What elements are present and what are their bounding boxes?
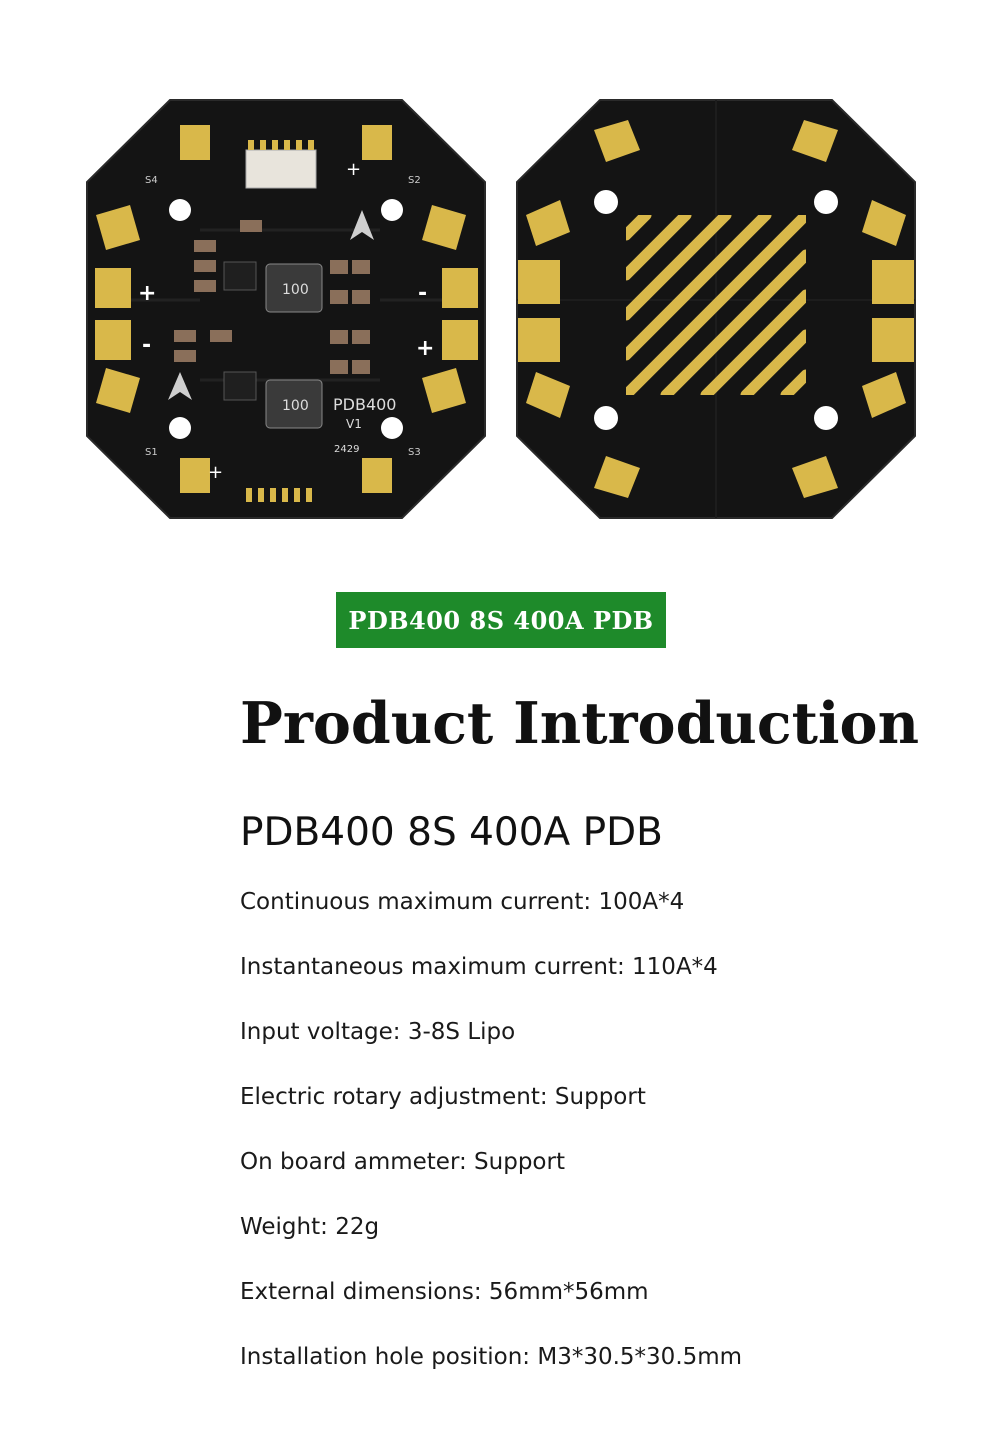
board-illustration: PDB400 V1 2429 100 100 S1 S2 S3 S4 + + +… xyxy=(86,99,916,519)
signal-label-s4: S4 xyxy=(145,175,158,186)
spec-rotary-adjustment: Electric rotary adjustment: Support xyxy=(240,1084,646,1110)
signal-label-s3: S3 xyxy=(408,447,421,458)
minus-sign-left: - xyxy=(142,333,151,358)
bottom-pads xyxy=(518,120,914,498)
signal-label-s2: S2 xyxy=(408,175,421,186)
plus-sign-bottom: + xyxy=(208,462,223,483)
product-name: PDB400 8S 400A PDB xyxy=(240,810,663,855)
minus-sign-right: - xyxy=(418,281,427,306)
plus-sign-top: + xyxy=(346,159,361,180)
board-model-label: PDB400 xyxy=(333,395,396,414)
section-title: Product Introduction xyxy=(240,690,920,757)
spec-dimensions: External dimensions: 56mm*56mm xyxy=(240,1279,649,1305)
mount-holes xyxy=(169,199,403,439)
pdb-bottom-board xyxy=(516,99,916,519)
heat-stripes xyxy=(626,215,806,395)
spec-ammeter: On board ammeter: Support xyxy=(240,1149,565,1175)
bottom-mount-holes xyxy=(594,190,838,430)
plus-sign-left: + xyxy=(138,281,156,306)
signal-label-s1: S1 xyxy=(145,447,158,458)
pdb-top-board: PDB400 V1 2429 100 100 S1 S2 S3 S4 + + +… xyxy=(86,99,486,519)
corner-pads xyxy=(95,125,478,493)
spec-list: Continuous maximum current: 100A*4 Insta… xyxy=(240,884,742,1404)
inductor-label-2: 100 xyxy=(282,398,309,414)
inductor-label-1: 100 xyxy=(282,282,309,298)
plus-sign-right: + xyxy=(416,336,434,361)
spec-instantaneous-current: Instantaneous maximum current: 110A*4 xyxy=(240,954,718,980)
product-photos: PDB400 V1 2429 100 100 S1 S2 S3 S4 + + +… xyxy=(0,0,1001,560)
product-badge: PDB400 8S 400A PDB xyxy=(336,592,666,648)
spec-weight: Weight: 22g xyxy=(240,1214,380,1240)
board-version-label: V1 xyxy=(346,417,362,431)
spec-input-voltage: Input voltage: 3-8S Lipo xyxy=(240,1019,516,1045)
board-date-label: 2429 xyxy=(334,444,359,455)
spec-continuous-current: Continuous maximum current: 100A*4 xyxy=(240,889,685,915)
spec-hole-position: Installation hole position: M3*30.5*30.5… xyxy=(240,1344,743,1370)
